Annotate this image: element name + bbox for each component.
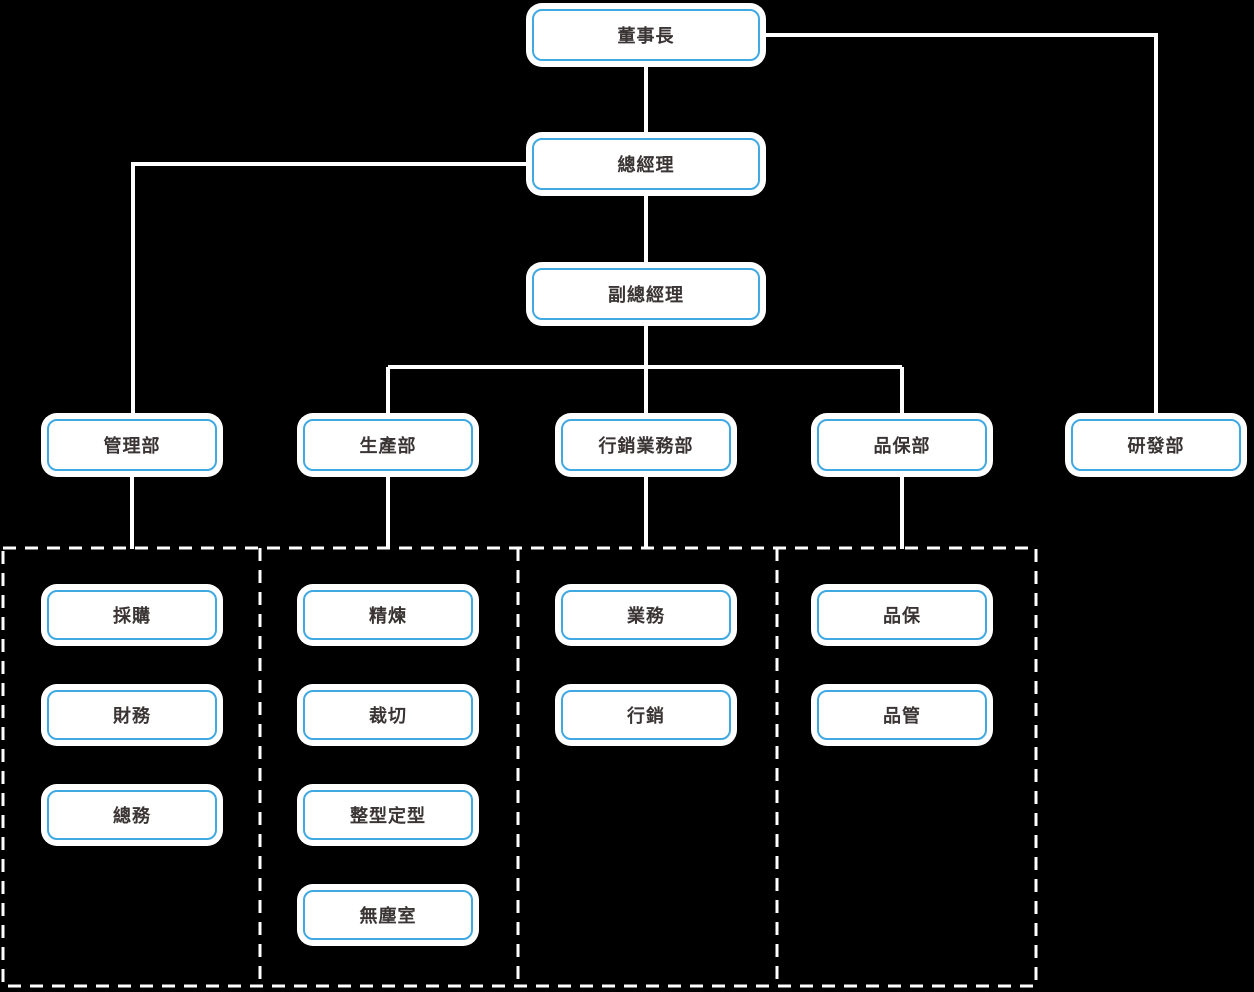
connector-gm-management: [131, 162, 538, 421]
node-unit-purchasing: 採購: [47, 590, 217, 640]
connector-lines: [130, 33, 1158, 549]
node-unit-qa: 品保: [817, 590, 987, 640]
node-dept-quality-assurance: 品保部: [817, 419, 987, 471]
node-unit-qc: 品管: [817, 690, 987, 740]
node-dept-production: 生產部: [303, 419, 473, 471]
node-unit-shaping-setting: 整型定型: [303, 790, 473, 840]
node-unit-finance: 財務: [47, 690, 217, 740]
node-dept-rnd: 研發部: [1071, 419, 1241, 471]
node-dept-marketing-sales: 行銷業務部: [561, 419, 731, 471]
node-unit-general-affairs: 總務: [47, 790, 217, 840]
node-unit-refining: 精煉: [303, 590, 473, 640]
node-dept-management: 管理部: [47, 419, 217, 471]
dashed-group-boundaries: [1, 546, 1038, 988]
node-unit-cutting: 裁切: [303, 690, 473, 740]
node-general-manager: 總經理: [532, 138, 760, 190]
node-unit-clean-room: 無塵室: [303, 890, 473, 940]
node-unit-marketing: 行銷: [561, 690, 731, 740]
connector-chairman-rnd: [758, 33, 1158, 421]
node-chairman: 董事長: [532, 9, 760, 61]
node-deputy-general-manager: 副總經理: [532, 268, 760, 320]
node-unit-sales: 業務: [561, 590, 731, 640]
